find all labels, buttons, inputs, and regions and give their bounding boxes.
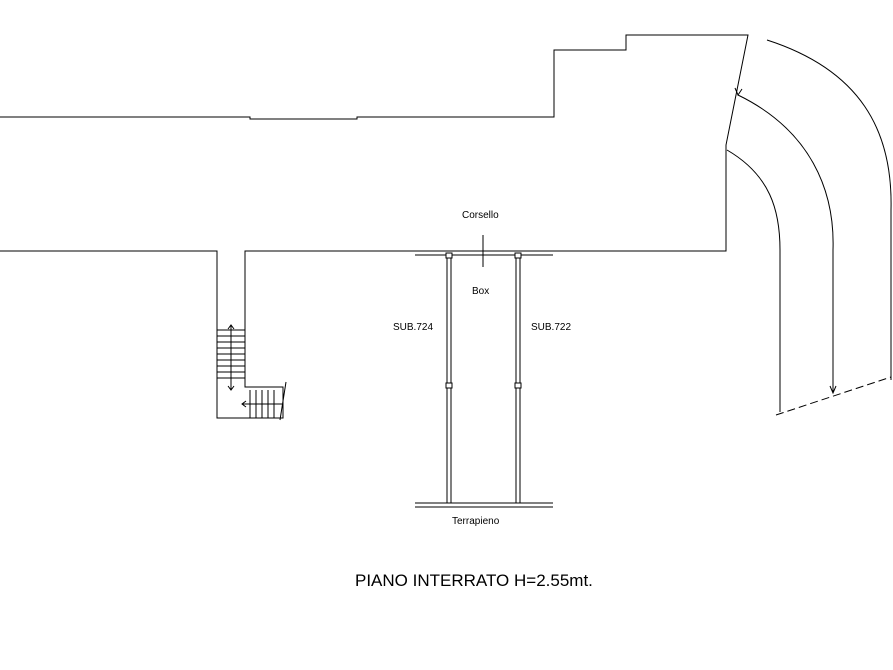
label-corridor: Corsello [462, 210, 499, 221]
ramp [726, 39, 892, 416]
plan-caption: PIANO INTERRATO H=2.55mt. [355, 571, 593, 590]
stair-horizontal [241, 381, 287, 421]
box-units [415, 235, 553, 508]
label-sub-722: SUB.722 [531, 322, 572, 333]
label-embankment: Terrapieno [452, 516, 500, 527]
label-box: Box [472, 286, 490, 297]
label-sub-724: SUB.724 [393, 322, 434, 333]
stair-vertical [217, 324, 245, 391]
corridor-outline [0, 34, 749, 419]
